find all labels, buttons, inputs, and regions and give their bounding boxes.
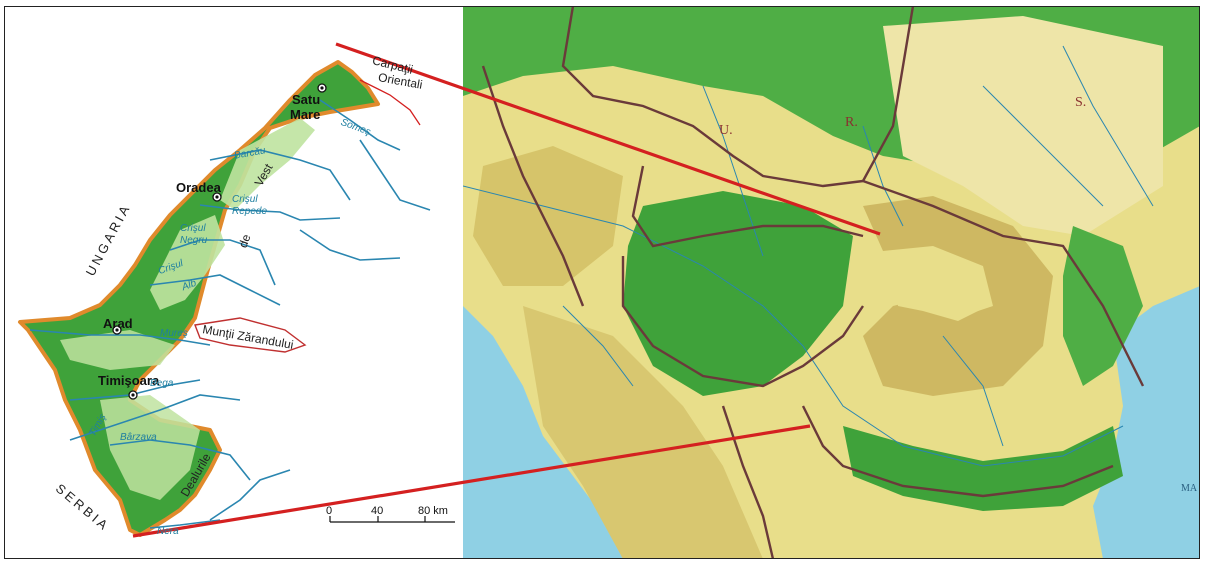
river-crisul-negru <box>169 239 276 286</box>
city-oradea: Oradea <box>176 180 221 195</box>
scale-bar <box>329 516 455 523</box>
adriatic-sea <box>463 306 623 559</box>
arad-dot-inner <box>115 328 119 332</box>
river-label-crisul-negru-1: Crişul <box>180 223 206 234</box>
river-barcau <box>209 149 351 201</box>
label-s: S. <box>1075 95 1086 110</box>
river-somes <box>319 99 401 151</box>
right-rivers <box>463 45 1154 467</box>
river-mures <box>29 329 211 346</box>
city-satu-mare-line2: Mare <box>290 107 321 122</box>
satu-mare-dot-inner <box>320 86 324 90</box>
scale-label-0: 0 <box>326 505 333 517</box>
river-east-3 <box>209 469 291 521</box>
balkan-hills <box>523 306 763 559</box>
light-green-zone-1 <box>220 118 315 210</box>
river-bega <box>69 379 201 401</box>
light-green-zone-2 <box>150 215 225 310</box>
carpathian-arc-dark <box>863 196 1053 396</box>
label-ma: MA <box>1181 483 1198 494</box>
river-barzava <box>109 439 251 481</box>
connector-top <box>335 42 881 236</box>
scale-label-80km: 80 km <box>418 505 448 517</box>
country-borders <box>481 6 1145 559</box>
river-timis <box>69 394 241 441</box>
city-markers <box>112 83 327 400</box>
zarand-outline <box>194 317 307 353</box>
transylvania <box>893 261 988 321</box>
river-crisul-alb <box>149 274 281 306</box>
river-label-barzava: Bârzava <box>120 432 157 443</box>
scale-label-40: 40 <box>371 505 384 517</box>
river-east-1 <box>359 139 431 211</box>
connector-bottom <box>132 424 811 538</box>
western-plain-map <box>18 60 455 537</box>
river-label-crisul-repede-1: Crişul <box>232 194 258 205</box>
light-green-zone-3 <box>60 330 175 370</box>
city-satu-mare-line1: Satu <box>292 92 321 107</box>
river-label-mures: Mureş <box>160 328 188 339</box>
dinaric-green <box>473 146 623 286</box>
river-crisul-repede <box>199 204 341 221</box>
carpathian-boundary <box>359 79 421 126</box>
black-sea <box>1093 286 1200 559</box>
pannonian-plain <box>623 191 853 396</box>
river-label-nera: Nera <box>157 526 179 537</box>
label-r: R. <box>845 115 858 130</box>
timisoara-dot-inner <box>131 393 135 397</box>
danube-plain <box>843 426 1123 511</box>
river-nera <box>149 519 221 529</box>
city-timisoara: Timişoara <box>98 373 160 388</box>
label-u: U. <box>719 123 733 138</box>
regional-physical-map: U. R. S. MA <box>463 6 1200 559</box>
city-arad: Arad <box>103 316 133 331</box>
rivers <box>29 99 431 529</box>
river-label-bega: Bega <box>150 378 174 389</box>
oradea-dot-inner <box>215 195 219 199</box>
river-label-crisul-repede-2: Repede <box>232 206 268 217</box>
river-east-2 <box>299 229 401 261</box>
river-label-crisul-negru-2: Negru <box>180 235 208 246</box>
